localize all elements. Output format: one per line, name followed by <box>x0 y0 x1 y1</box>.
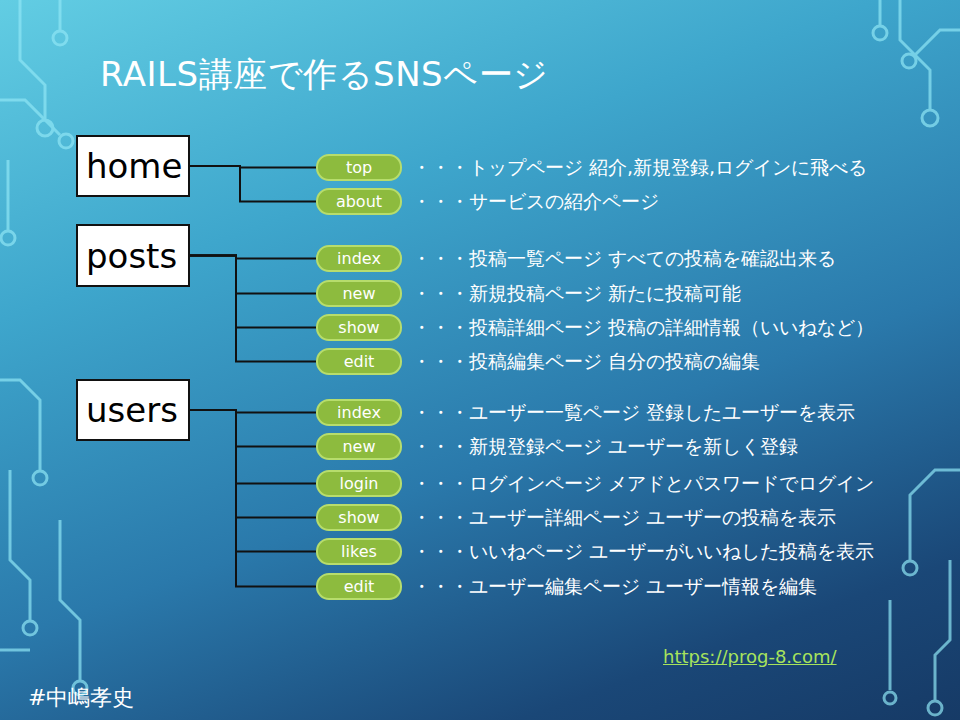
page-name: new <box>342 437 375 456</box>
section-name: home <box>86 146 182 186</box>
page-pill: about <box>316 188 402 215</box>
section-box: posts <box>76 224 190 287</box>
tree-connector <box>190 166 316 168</box>
page-description: ・・・ユーザー一覧ページ 登録したユーザーを表示 <box>412 399 855 425</box>
tree-connector <box>190 256 316 259</box>
page-name: login <box>340 474 379 493</box>
page-description: ・・・投稿一覧ページ すべての投稿を確認出来る <box>412 245 836 271</box>
page-name: likes <box>341 542 377 561</box>
page-name: edit <box>344 577 375 596</box>
section-name: posts <box>86 236 177 276</box>
tree-connector <box>190 410 316 413</box>
tree-connector <box>190 410 316 518</box>
page-pill: edit <box>316 573 402 600</box>
page-description: ・・・ユーザー編集ページ ユーザー情報を編集 <box>412 573 817 599</box>
page-pill: top <box>316 154 402 181</box>
tree-connector <box>190 256 316 362</box>
page-description: ・・・投稿詳細ページ 投稿の詳細情報（いいねなど） <box>412 314 874 340</box>
page-description: ・・・ログインページ メアドとパスワードでログイン <box>412 470 874 496</box>
tree-connector <box>190 410 316 552</box>
page-pill: login <box>316 470 402 497</box>
page-description: ・・・新規投稿ページ 新たに投稿可能 <box>412 280 741 306</box>
slide-title: RAILS講座で作るSNSページ <box>100 52 549 98</box>
page-description: ・・・トップページ 紹介,新規登録,ログインに飛べる <box>412 154 867 180</box>
page-name: about <box>336 192 382 211</box>
section-box: users <box>76 379 190 441</box>
section-name: users <box>86 390 178 430</box>
page-name: edit <box>344 352 375 371</box>
tree-connector <box>190 166 316 202</box>
page-pill: edit <box>316 348 402 375</box>
url-link: https://prog-8.com/ <box>663 646 837 667</box>
author-tag: #中嶋孝史 <box>28 683 134 713</box>
page-pill: index <box>316 245 402 272</box>
page-description: ・・・ユーザー詳細ページ ユーザーの投稿を表示 <box>412 504 836 530</box>
page-name: top <box>346 158 372 177</box>
page-pill: new <box>316 433 402 460</box>
page-pill: show <box>316 504 402 531</box>
page-pill: likes <box>316 538 402 565</box>
page-name: show <box>338 318 379 337</box>
page-description: ・・・サービスの紹介ページ <box>412 188 659 214</box>
tree-connector <box>190 410 316 447</box>
page-name: new <box>342 284 375 303</box>
page-name: index <box>337 403 381 422</box>
tree-connector <box>190 410 316 484</box>
page-pill: show <box>316 314 402 341</box>
tree-connector <box>190 410 316 587</box>
section-box: home <box>76 135 190 197</box>
page-description: ・・・新規登録ページ ユーザーを新しく登録 <box>412 433 798 459</box>
page-description: ・・・投稿編集ページ 自分の投稿の編集 <box>412 348 760 374</box>
page-pill: index <box>316 399 402 426</box>
page-description: ・・・いいねページ ユーザーがいいねした投稿を表示 <box>412 538 874 564</box>
tree-connector <box>190 256 316 294</box>
page-name: index <box>337 249 381 268</box>
page-pill: new <box>316 280 402 307</box>
tree-connector <box>190 256 316 328</box>
page-name: show <box>338 508 379 527</box>
